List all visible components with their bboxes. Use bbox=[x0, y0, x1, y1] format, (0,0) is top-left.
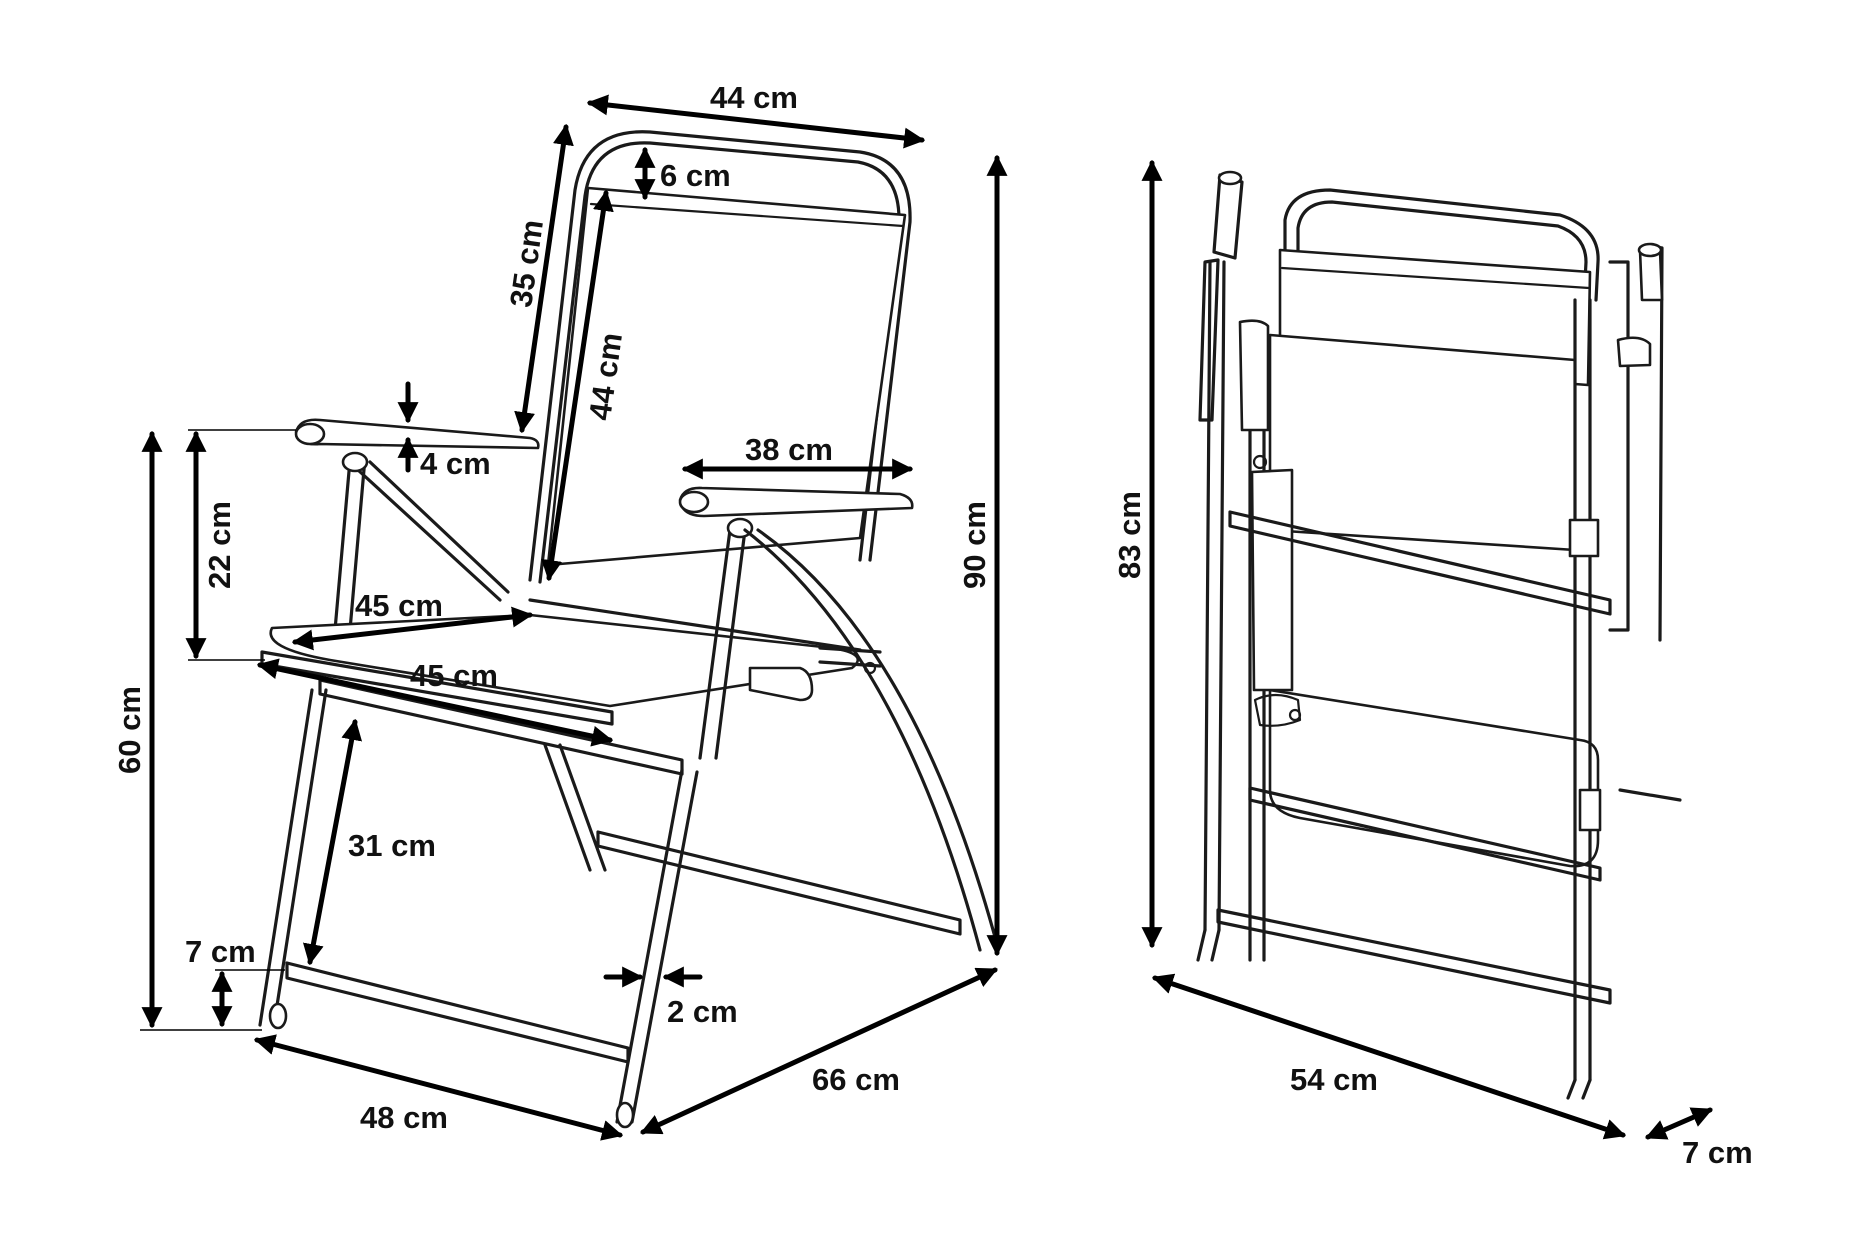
label-arm-above-seat: 22 cm bbox=[202, 501, 237, 589]
label-top-bar: 6 cm bbox=[660, 158, 731, 193]
label-overall-height: 90 cm bbox=[957, 501, 992, 589]
label-folded-height: 83 cm bbox=[1112, 491, 1147, 579]
dim-arrow-folded-width bbox=[1152, 973, 1626, 1140]
dim-arrow-seat-width bbox=[256, 658, 614, 747]
dim-arrow-backrest-fabric bbox=[541, 189, 614, 582]
label-seat-depth: 45 cm bbox=[355, 588, 443, 623]
dim-arrow-base-depth bbox=[640, 967, 998, 1135]
folded-chair-drawing bbox=[1196, 170, 1682, 1100]
dimension-lines bbox=[140, 94, 1713, 1141]
label-seat-to-leg: 31 cm bbox=[348, 828, 436, 863]
label-folded-width: 54 cm bbox=[1290, 1062, 1378, 1097]
label-armrest-length: 38 cm bbox=[745, 432, 833, 467]
label-top-width: 44 cm bbox=[710, 80, 798, 115]
label-base-depth: 66 cm bbox=[812, 1062, 900, 1097]
dim-arrow-folded-thickness bbox=[1645, 1107, 1713, 1140]
dim-arrow-seat-depth bbox=[291, 606, 534, 651]
dimension-labels: 44 cm 6 cm 35 cm 44 cm 4 cm 38 cm 22 cm … bbox=[112, 80, 1753, 1170]
dim-arrow-seat-to-leg bbox=[302, 718, 363, 966]
label-seat-width: 45 cm bbox=[410, 658, 498, 693]
dim-arrow-top-width bbox=[586, 94, 926, 149]
label-arm-height: 60 cm bbox=[112, 686, 147, 774]
label-folded-thickness: 7 cm bbox=[1682, 1135, 1753, 1170]
dim-arrow-base-width bbox=[253, 1034, 624, 1141]
label-foot-bar: 7 cm bbox=[185, 934, 256, 969]
label-tube: 2 cm bbox=[667, 994, 738, 1029]
label-armrest-thickness: 4 cm bbox=[420, 446, 491, 481]
label-base-width: 48 cm bbox=[360, 1100, 448, 1135]
